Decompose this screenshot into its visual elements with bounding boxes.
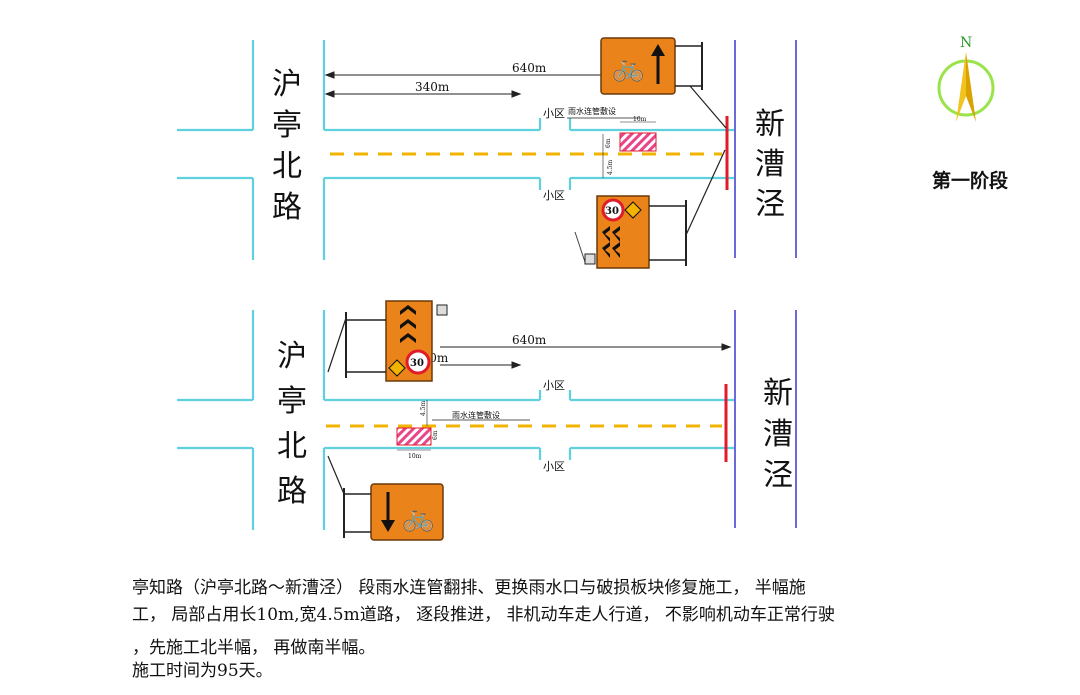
svg-text:北: 北: [277, 429, 307, 464]
caption-line: 亭知路（沪亭北路～新漕泾） 段雨水连管翻排、更换雨水口与破损板块修复施工， 半幅…: [132, 578, 806, 598]
arrow-down-icon: [381, 520, 395, 532]
phase2-work-note: 雨水连管敷设: [452, 410, 500, 420]
phase1-construction-sign: 30: [574, 149, 726, 269]
warning-sign-icon: [388, 359, 406, 377]
phase1-bike-direction-sign: 🚲: [600, 37, 727, 129]
phase2-gap-note: 6m: [432, 430, 439, 440]
phase2-work-width: 4.5m: [420, 400, 427, 416]
phase2-construction-sign: 30: [327, 300, 448, 382]
svg-text:沪: 沪: [272, 67, 302, 102]
svg-text:漕: 漕: [755, 147, 785, 182]
chevron-icon: [400, 305, 416, 343]
phase2-road-east-label: 新 漕 泾: [763, 376, 793, 493]
bicycle-icon: 🚲: [612, 53, 644, 83]
phase1-dim-long: 640m: [512, 61, 547, 75]
phase2-community-top: 小区: [543, 379, 565, 392]
north-arrow-icon: N: [937, 35, 995, 122]
description-caption: 亭知路（沪亭北路～新漕泾） 段雨水连管翻排、更换雨水口与破损板块修复施工， 半幅…: [132, 577, 1032, 683]
caption-line: 工， 局部占用长10m,宽4.5m道路， 逐段推进， 非机动车走人行道， 不影响…: [132, 605, 835, 625]
svg-text:亭: 亭: [272, 108, 302, 143]
phase1-road-network: [177, 40, 735, 260]
stage-label: 第一阶段: [932, 170, 1009, 192]
svg-text:北: 北: [272, 149, 302, 184]
phase1-work-width: 4.5m: [607, 159, 614, 175]
phase2-road-west-label: 沪 亭 北 路: [277, 339, 307, 509]
traffic-diagram: 640m 340m 雨水连管敷设 10m 6m 4.5m 小区 小区 沪 亭 北…: [177, 37, 797, 541]
phase1-road-west-label: 沪 亭 北 路: [272, 67, 302, 225]
phase2-dimension-lines: [440, 343, 732, 369]
phase1-road-east-label: 新 漕 泾: [755, 107, 785, 222]
chevron-icon: [602, 226, 620, 258]
arrow-up-icon: [651, 44, 665, 56]
compass-north-label: N: [960, 35, 972, 51]
phase1-speed-limit: 30: [605, 206, 619, 217]
phase2-community-bottom: 小区: [543, 460, 565, 473]
phase1-work-zone: [567, 117, 657, 178]
phase1-community-bottom: 小区: [543, 189, 565, 202]
svg-text:漕: 漕: [763, 417, 793, 452]
phase1-community-top: 小区: [543, 107, 565, 120]
svg-text:新: 新: [763, 376, 793, 411]
svg-text:泾: 泾: [763, 458, 793, 493]
phase2-work-zone: [396, 400, 530, 451]
phase1-dimension-lines: [324, 71, 603, 98]
svg-text:泾: 泾: [755, 187, 785, 222]
phase1-dim-short: 340m: [415, 80, 450, 94]
svg-text:亭: 亭: [277, 384, 307, 419]
phase1-gap-note: 6m: [605, 138, 612, 148]
phase1-work-note: 雨水连管敷设: [568, 106, 616, 116]
phase2-bike-direction-sign: 🚲: [327, 455, 444, 541]
caption-line: ，先施工北半幅， 再做南半幅。: [132, 638, 376, 658]
svg-text:新: 新: [755, 107, 785, 142]
warning-sign-icon: [624, 201, 642, 219]
phase2-work-len: 10m: [408, 453, 422, 460]
phase2-dim-long: 640m: [512, 333, 547, 347]
svg-text:路: 路: [272, 190, 302, 225]
svg-text:沪: 沪: [277, 339, 307, 374]
phase2-speed-limit: 30: [410, 358, 424, 369]
bicycle-icon: 🚲: [402, 503, 434, 533]
phase1-work-len: 10m: [633, 116, 647, 123]
phase2-road-network: [177, 310, 735, 530]
caption-line: 施工时间为95天。: [132, 661, 273, 681]
svg-text:路: 路: [277, 474, 307, 509]
